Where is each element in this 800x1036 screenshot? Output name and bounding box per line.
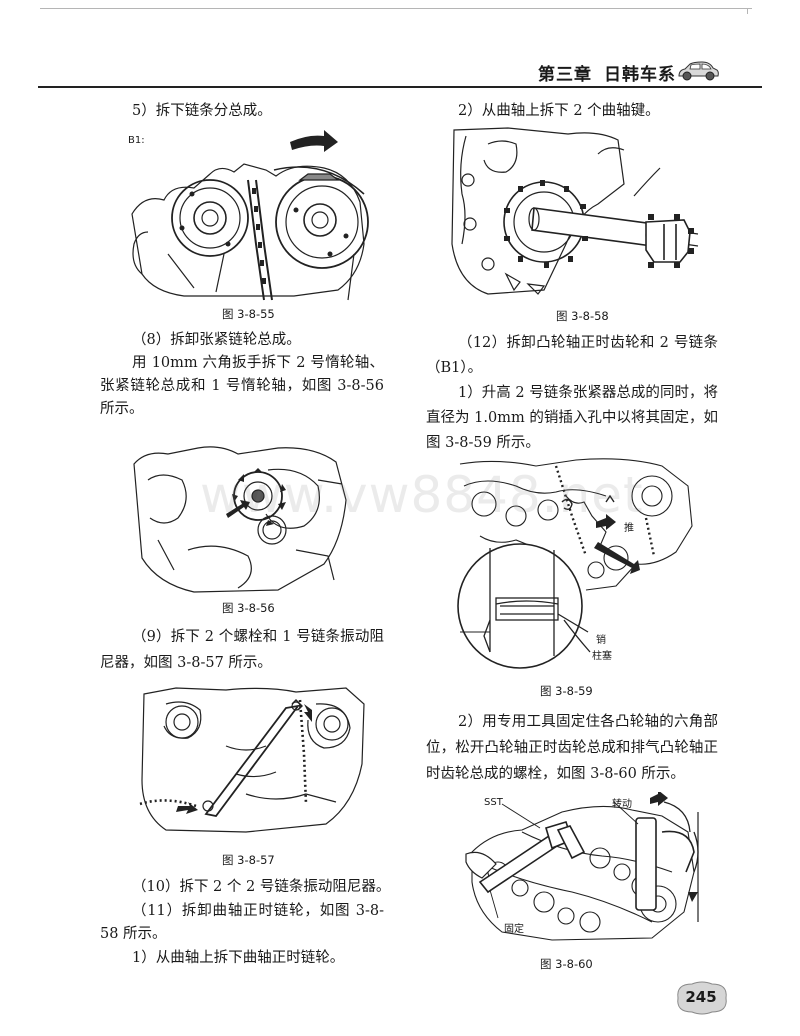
step-12-substep-1: 1）升高 2 号链条张紧器总成的同时，将直径为 1.0mm 的销插入孔中以将其固… (426, 385, 718, 451)
step-11-heading: （11）拆卸曲轴正时链轮，如图 3-8-58 所示。 (100, 903, 384, 942)
figure-3-8-57 (136, 684, 370, 836)
figure-3-8-58 (448, 124, 714, 306)
page-number: 245 (685, 988, 717, 1006)
step-10-text: （10）拆下 2 个 2 号链条振动阻尼器。 (132, 879, 391, 895)
fig-3-8-58-caption: 图 3-8-58 (556, 309, 609, 323)
fig-3-8-57-caption: 图 3-8-57 (222, 853, 275, 867)
page-number-badge (672, 978, 730, 1018)
top-border (40, 8, 752, 9)
label-fix: 固定 (504, 924, 524, 935)
series-title: 日韩车系 (604, 65, 676, 85)
label-plunger: 柱塞 (592, 651, 612, 662)
fig-3-8-55-caption: 图 3-8-55 (222, 307, 275, 321)
top-corner-mark (747, 8, 754, 14)
figure-3-8-60 (462, 792, 704, 944)
label-push: 推 (624, 523, 634, 534)
figure-3-8-56 (128, 440, 352, 598)
label-sst: SST (484, 797, 503, 808)
step-12-heading: （12）拆卸凸轮轴正时齿轮和 2 号链条（B1）。 (426, 335, 718, 376)
car-icon (676, 60, 720, 82)
fig-3-8-56-caption: 图 3-8-56 (222, 601, 275, 615)
b1-label: B1: (128, 135, 145, 146)
watermark: www.vw8848.net (200, 466, 644, 524)
step-11-substep-1: 1）从曲轴上拆下曲轴正时链轮。 (132, 950, 345, 966)
step-5-text: 5）拆下链条分总成。 (132, 103, 272, 119)
figure-3-8-59 (456, 456, 696, 678)
figure-3-8-55 (124, 124, 370, 304)
chapter-title: 第三章 (538, 65, 592, 85)
step-12-substep-2: 2）用专用工具固定住各凸轮轴的六角部位，松开凸轮轴正时齿轮总成和排气凸轮轴正时齿… (426, 714, 718, 782)
step-8-heading: （8）拆卸张紧链轮总成。 (132, 332, 301, 348)
fig-3-8-60-caption: 图 3-8-60 (540, 957, 593, 971)
step-2-text: 2）从曲轴上拆下 2 个曲轴键。 (458, 103, 660, 119)
fig-3-8-59-caption: 图 3-8-59 (540, 684, 593, 698)
step-9-text: （9）拆下 2 个螺栓和 1 号链条振动阻尼器，如图 3-8-57 所示。 (100, 629, 384, 671)
chapter-header: 第三章日韩车系 (538, 60, 688, 85)
header-rule (38, 86, 762, 88)
label-pin: 销 (596, 635, 606, 646)
label-turn: 转动 (612, 799, 632, 810)
step-8-paragraph: 用 10mm 六角扳手拆下 2 号惰轮轴、张紧链轮总成和 1 号惰轮轴，如图 3… (100, 355, 384, 417)
